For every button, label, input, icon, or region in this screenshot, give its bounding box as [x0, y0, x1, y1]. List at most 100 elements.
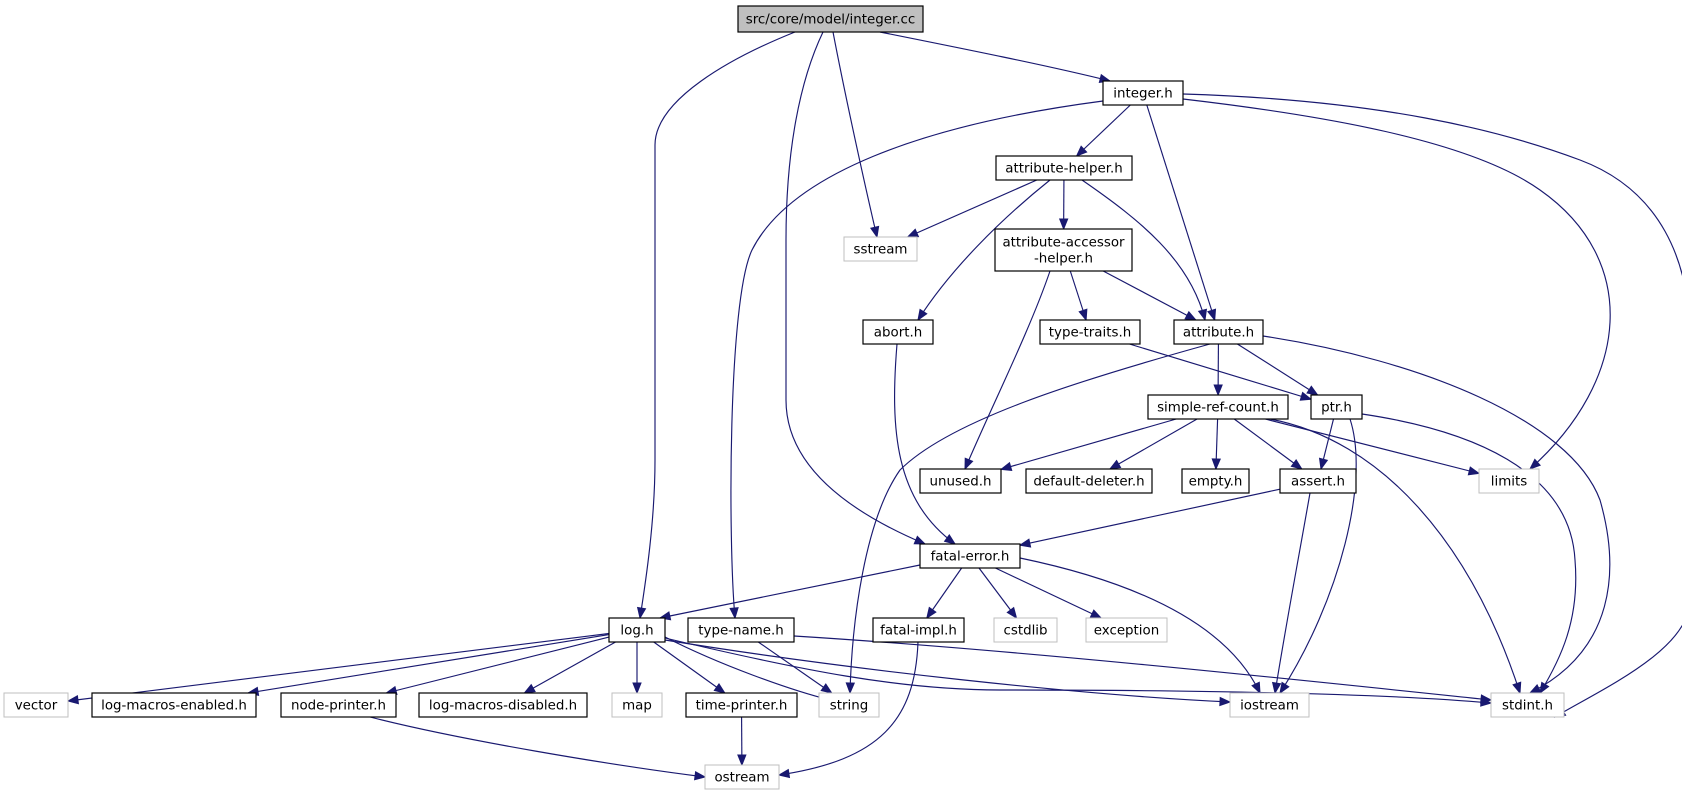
node-box	[685, 692, 798, 718]
arrowhead-icon	[1279, 681, 1290, 695]
node-attribute-helper-h[interactable]: attribute-helper.h	[995, 155, 1133, 181]
node-abort-h[interactable]: abort.h	[862, 319, 934, 345]
edge-line	[664, 639, 1231, 703]
node-box	[687, 617, 795, 643]
node-ptr-h[interactable]: ptr.h	[1310, 394, 1363, 420]
node-log-h[interactable]: log.h	[608, 617, 666, 643]
node-integer-cc[interactable]: src/core/model/integer.cc	[737, 5, 924, 33]
edge-line	[1129, 343, 1312, 400]
node-label: src/core/model/integer.cc	[746, 13, 915, 28]
node-label: abort.h	[874, 326, 922, 341]
node-limits: limits	[1478, 468, 1540, 494]
edge-node-printer-h-to-ostream	[369, 716, 707, 781]
edge-attribute-helper-h-to-abort-h	[917, 179, 1051, 322]
edge-line	[653, 641, 726, 694]
node-integer-h[interactable]: integer.h	[1102, 80, 1184, 106]
node-label: fatal-error.h	[931, 550, 1010, 565]
node-box	[994, 228, 1133, 272]
node-log-macros-disabled-h[interactable]: log-macros-disabled.h	[418, 692, 588, 718]
arrowhead-icon	[845, 682, 856, 695]
edge-line	[995, 567, 1102, 619]
node-box	[1478, 468, 1540, 494]
edge-simple-ref-count-h-to-default-deleter-h	[1108, 418, 1198, 470]
arrowhead-icon	[913, 535, 927, 545]
node-box	[1102, 80, 1184, 106]
arrowhead-icon	[1018, 538, 1032, 548]
node-box	[818, 692, 880, 718]
node-box	[1173, 319, 1264, 345]
node-box	[608, 617, 666, 643]
edge-log-h-to-map	[632, 642, 642, 695]
edge-integer-cc-to-sstream	[832, 31, 880, 239]
arrowhead-icon	[1058, 218, 1069, 231]
node-type-name-h[interactable]: type-name.h	[687, 617, 795, 643]
edge-line	[1081, 179, 1206, 321]
node-log-macros-enabled-h[interactable]: log-macros-enabled.h	[91, 692, 257, 718]
node-label: unused.h	[930, 475, 992, 490]
node-default-deleter-h[interactable]: default-deleter.h	[1025, 468, 1153, 494]
arrowhead-icon	[1306, 385, 1319, 396]
edge-line	[1237, 343, 1318, 396]
edge-assert-h-to-iostream	[1271, 492, 1311, 695]
node-unused-h[interactable]: unused.h	[919, 468, 1002, 494]
edge-line	[917, 179, 1051, 321]
arrowhead-icon	[693, 770, 707, 781]
node-node-printer-h[interactable]: node-printer.h	[280, 692, 397, 718]
node-label: stdint.h	[1502, 699, 1553, 714]
node-type-traits-h[interactable]: type-traits.h	[1039, 319, 1141, 345]
arrowhead-icon	[943, 533, 957, 545]
node-assert-h[interactable]: assert.h	[1279, 468, 1357, 494]
node-label: string	[830, 699, 868, 714]
edge-log-h-to-log-macros-enabled-h	[246, 633, 610, 696]
node-box	[872, 617, 965, 643]
edge-log-h-to-log-macros-disabled-h	[523, 641, 616, 694]
node-exception: exception	[1085, 617, 1168, 643]
node-empty-h[interactable]: empty.h	[1181, 468, 1250, 494]
arrowhead-icon	[1078, 308, 1088, 322]
node-label: vector	[15, 699, 58, 714]
node-sstream: sstream	[843, 236, 918, 262]
edge-line	[1146, 104, 1216, 321]
edge-line	[659, 564, 921, 619]
edge-time-printer-h-to-ostream	[737, 716, 747, 767]
edge-line	[524, 641, 616, 694]
arrowhead-icon	[1512, 681, 1522, 695]
edge-ptr-h-to-assert-h	[1318, 418, 1335, 471]
arrowhead-icon	[636, 606, 647, 620]
node-fatal-impl-h[interactable]: fatal-impl.h	[872, 617, 965, 643]
arrowhead-icon	[1006, 606, 1018, 620]
edge-abort-h-to-fatal-error-h	[894, 343, 957, 545]
arrowhead-icon	[1318, 457, 1329, 471]
edge-line	[247, 633, 610, 694]
node-cstdlib: cstdlib	[993, 617, 1058, 643]
edge-attribute-h-to-simple-ref-count-h	[1213, 343, 1223, 397]
node-fatal-error-h[interactable]: fatal-error.h	[919, 543, 1021, 569]
edge-line	[849, 343, 1211, 694]
arrowhead-icon	[729, 607, 739, 620]
edges-layer	[66, 31, 1682, 781]
edge-line	[1109, 418, 1198, 470]
edge-line	[1361, 413, 1577, 694]
node-label: attribute-helper.h	[1005, 162, 1122, 177]
node-box	[1279, 468, 1357, 494]
edge-line	[664, 637, 1492, 704]
arrowhead-icon	[1089, 609, 1103, 619]
edge-line	[386, 636, 610, 694]
node-box	[862, 319, 934, 345]
edge-line	[1233, 418, 1303, 470]
node-label: ostream	[714, 771, 769, 786]
arrowhead-icon	[777, 768, 791, 779]
node-label: log-macros-enabled.h	[101, 699, 247, 714]
node-simple-ref-count-h[interactable]: simple-ref-count.h	[1147, 394, 1289, 420]
node-attribute-accessor-helper-h[interactable]: attribute-accessor-helper.h	[994, 228, 1133, 272]
node-stdint-h: stdint.h	[1490, 692, 1565, 718]
node-box	[1310, 394, 1363, 420]
arrowhead-icon	[964, 457, 974, 471]
edge-line	[1279, 418, 1357, 694]
node-attribute-h[interactable]: attribute.h	[1173, 319, 1264, 345]
node-label: node-printer.h	[291, 699, 386, 714]
node-map: map	[611, 692, 663, 718]
node-time-printer-h[interactable]: time-printer.h	[685, 692, 798, 718]
arrowhead-icon	[917, 308, 928, 322]
node-label: map	[622, 699, 652, 714]
